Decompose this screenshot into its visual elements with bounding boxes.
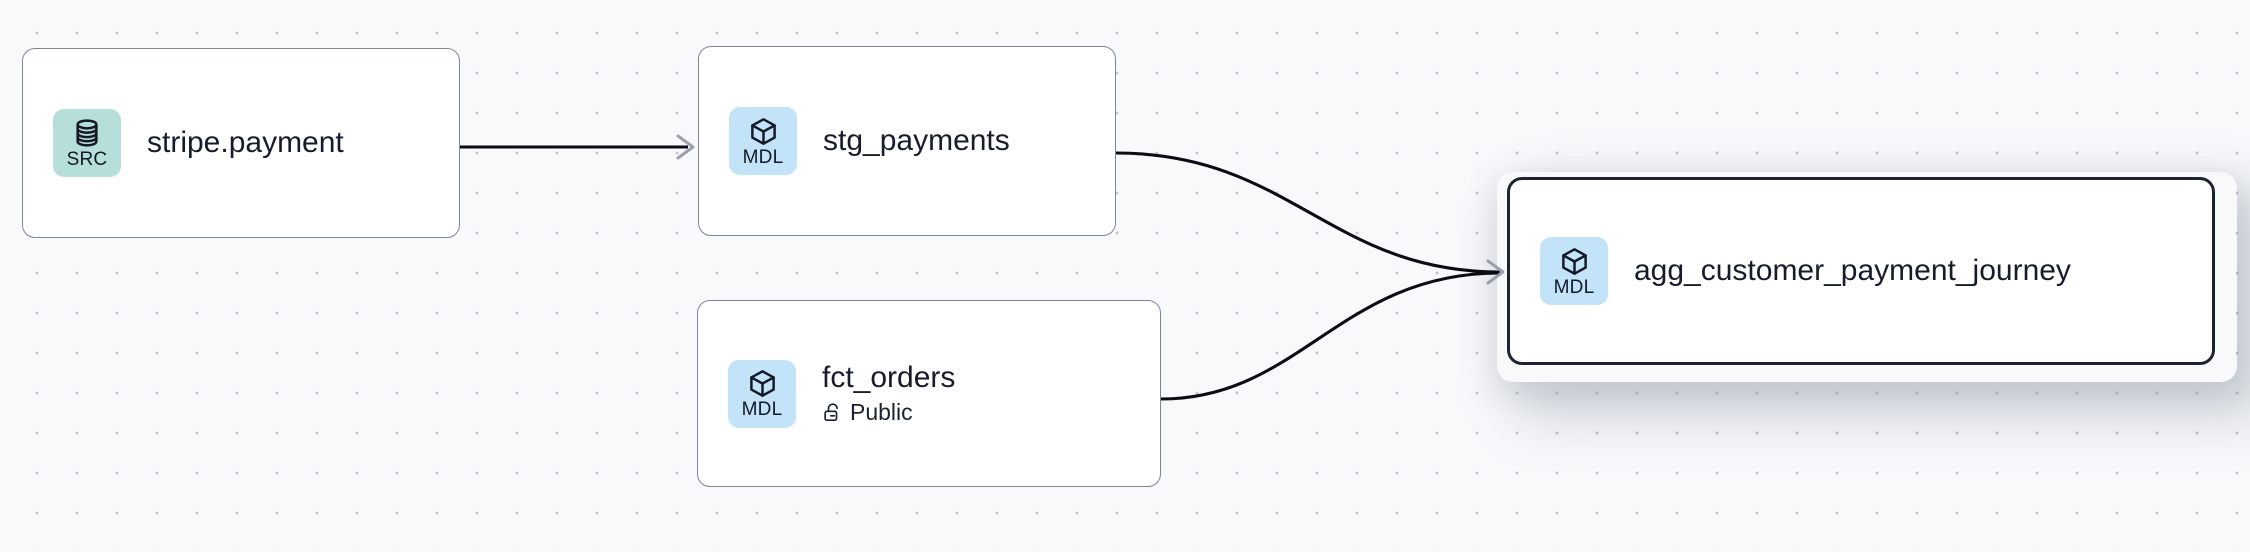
node-title: agg_customer_payment_journey xyxy=(1634,253,2071,287)
node-title: fct_orders xyxy=(822,361,956,395)
model-badge-label: MDL xyxy=(741,399,783,420)
unlock-icon xyxy=(824,403,838,421)
node-stg-payments[interactable]: MDL stg_payments xyxy=(698,46,1116,236)
database-icon xyxy=(76,119,98,147)
node-visibility-label: Public xyxy=(850,398,913,425)
model-badge-label: MDL xyxy=(1553,276,1595,298)
node-body: stg_payments xyxy=(823,123,1010,157)
cube-icon xyxy=(750,117,776,145)
node-fct-orders[interactable]: MDL fct_orders Public xyxy=(697,300,1161,487)
cube-icon xyxy=(1561,247,1587,275)
source-badge-label: SRC xyxy=(66,149,108,170)
model-badge: MDL xyxy=(1540,237,1608,305)
arrowhead-stg-payments xyxy=(676,134,695,160)
node-agg-customer-payment-journey[interactable]: MDL agg_customer_payment_journey xyxy=(1507,177,2215,365)
node-title: stg_payments xyxy=(823,123,1010,157)
node-body: fct_orders Public xyxy=(822,361,956,425)
arrowhead-agg-customer-payment-journey xyxy=(1486,259,1505,285)
cube-icon xyxy=(749,370,775,397)
model-badge: MDL xyxy=(728,359,796,428)
node-title: stripe.payment xyxy=(147,125,344,159)
node-body: agg_customer_payment_journey xyxy=(1634,253,2071,287)
model-badge-label: MDL xyxy=(742,146,784,168)
model-badge: MDL xyxy=(729,107,797,175)
edge-stg-payments-to-agg-customer-payment-journey xyxy=(1115,151,1501,274)
node-stripe-payment[interactable]: SRC stripe.payment xyxy=(22,48,460,238)
node-visibility: Public xyxy=(822,398,955,425)
source-badge: SRC xyxy=(53,109,121,177)
node-body: stripe.payment xyxy=(147,125,344,159)
edge-fct-orders-to-agg-customer-payment-journey xyxy=(1160,271,1501,401)
